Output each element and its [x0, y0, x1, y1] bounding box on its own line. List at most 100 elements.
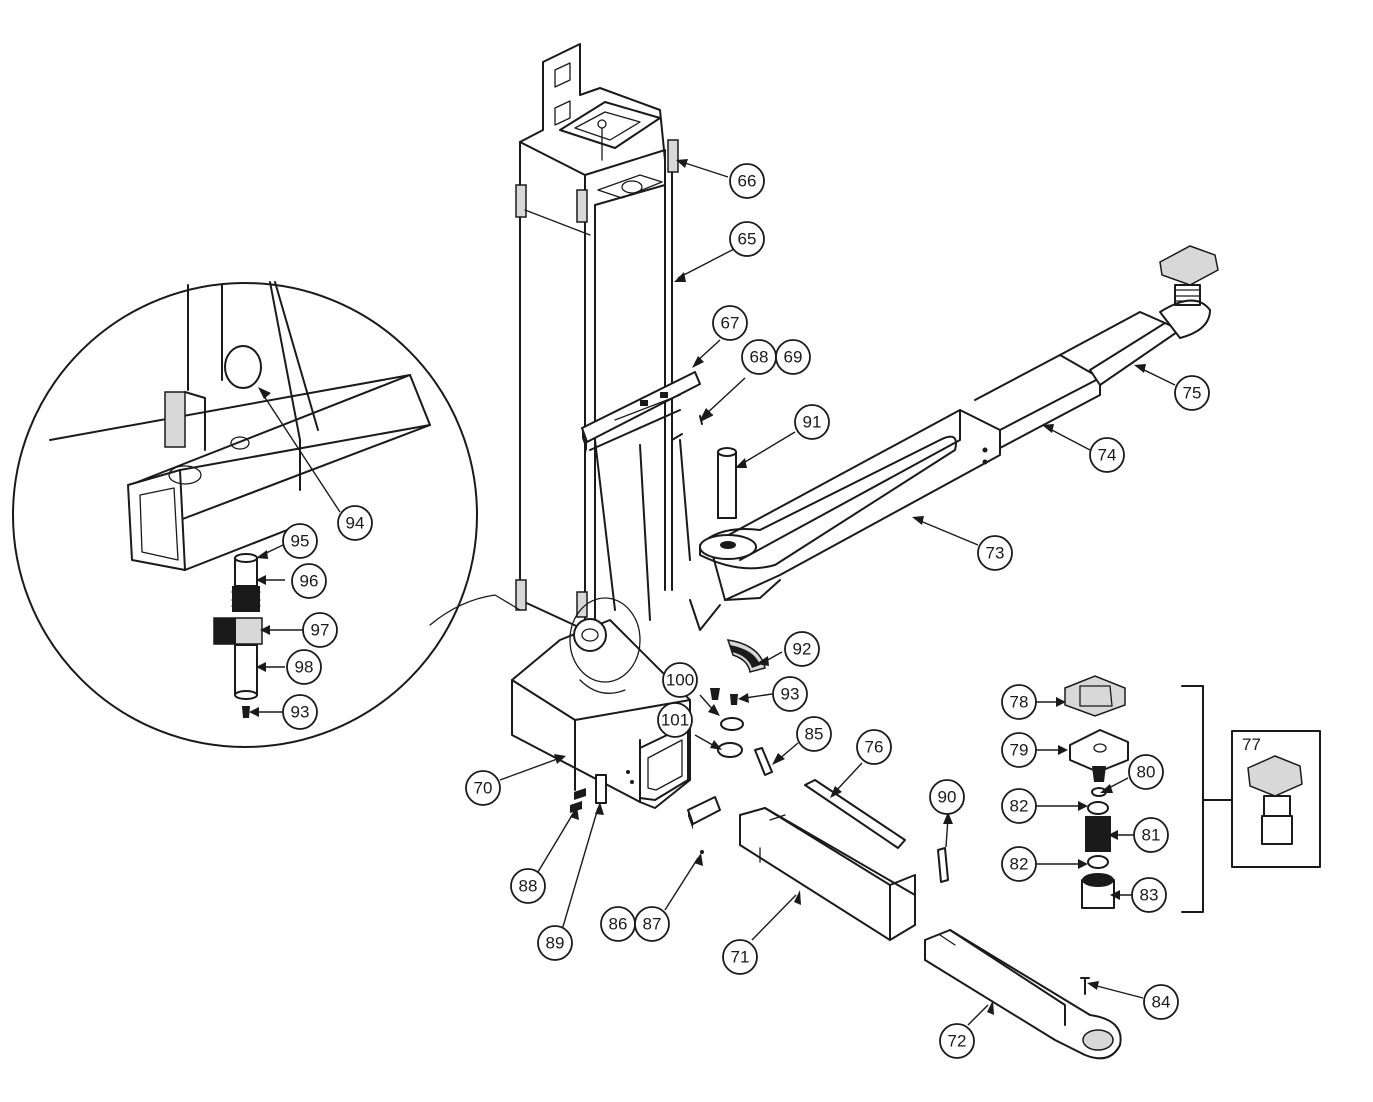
svg-text:83: 83: [1140, 886, 1159, 905]
svg-text:80: 80: [1137, 763, 1156, 782]
svg-text:76: 76: [865, 738, 884, 757]
svg-text:97: 97: [311, 621, 330, 640]
callout-85: 85: [796, 716, 832, 752]
svg-text:86: 86: [609, 915, 628, 934]
svg-text:90: 90: [938, 788, 957, 807]
arm-pin: [717, 447, 737, 519]
strip-76: [804, 779, 906, 849]
svg-text:101: 101: [661, 711, 689, 730]
svg-text:67: 67: [721, 314, 740, 333]
svg-text:100: 100: [666, 671, 694, 690]
callout-69: 69: [775, 339, 811, 375]
washer-101: [717, 742, 743, 758]
callout-67: 67: [712, 305, 748, 341]
screw-100: [710, 688, 720, 700]
extension-arm-72: [924, 929, 1122, 1060]
svg-text:85: 85: [805, 725, 824, 744]
svg-text:82: 82: [1010, 855, 1029, 874]
callout-78: 78: [1001, 684, 1037, 720]
callout-68: 68: [741, 339, 777, 375]
callout-87: 87: [634, 906, 670, 942]
svg-text:92: 92: [793, 640, 812, 659]
svg-text:88: 88: [519, 877, 538, 896]
svg-text:75: 75: [1183, 384, 1202, 403]
callout-65: 65: [729, 221, 765, 257]
callout-80: 80: [1128, 754, 1164, 790]
callout-96: 96: [291, 563, 327, 599]
svg-text:81: 81: [1142, 826, 1161, 845]
svg-text:70: 70: [474, 779, 493, 798]
svg-text:72: 72: [948, 1032, 967, 1051]
svg-text:91: 91: [803, 413, 822, 432]
callout-79: 79: [1001, 732, 1037, 768]
svg-text:98: 98: [295, 658, 314, 677]
callout-98: 98: [286, 649, 322, 685]
svg-text:73: 73: [986, 544, 1005, 563]
callout-81: 81: [1133, 817, 1169, 853]
assembly-box-label: 77: [1242, 735, 1261, 754]
svg-text:69: 69: [784, 348, 803, 367]
segment-92: [726, 639, 766, 673]
callout-73: 73: [977, 535, 1013, 571]
key-86-87: [687, 796, 721, 854]
svg-text:95: 95: [291, 532, 310, 551]
callout-75: 75: [1174, 375, 1210, 411]
callout-72: 72: [939, 1023, 975, 1059]
svg-text:82: 82: [1010, 797, 1029, 816]
callout-101: 101: [657, 702, 693, 738]
callout-83: 83: [1131, 877, 1167, 913]
callout-91: 91: [794, 404, 830, 440]
key-90: [937, 847, 949, 883]
carriage: [594, 439, 691, 621]
svg-text:93: 93: [781, 685, 800, 704]
svg-text:79: 79: [1010, 741, 1029, 760]
screws-88: [570, 788, 586, 813]
screw-68-69: [671, 414, 713, 441]
leaders: [249, 159, 1176, 1026]
column-post: [515, 43, 679, 631]
telescopic-arm: [689, 245, 1219, 631]
callout-89: 89: [537, 925, 573, 961]
pad-assembly: [1064, 675, 1129, 909]
svg-text:96: 96: [300, 572, 319, 591]
callout-76: 76: [856, 729, 892, 765]
callout-70: 70: [465, 770, 501, 806]
svg-text:89: 89: [546, 934, 565, 953]
callout-94: 94: [337, 505, 373, 541]
screw-93-small: [730, 694, 738, 705]
svg-text:66: 66: [738, 172, 757, 191]
svg-text:71: 71: [731, 948, 750, 967]
slide-block: [581, 371, 701, 452]
washer-100: [720, 717, 744, 731]
callout-84: 84: [1143, 984, 1179, 1020]
extension-arm-71: [739, 807, 916, 941]
svg-text:87: 87: [643, 915, 662, 934]
callout-66: 66: [729, 163, 765, 199]
callout-82-bottom: 82: [1001, 846, 1037, 882]
detail-view: [12, 281, 521, 748]
svg-text:78: 78: [1010, 693, 1029, 712]
callout-86: 86: [600, 906, 636, 942]
callout-97: 97: [302, 612, 338, 648]
screw-84: [1080, 977, 1090, 995]
callout-93-detail: 93: [282, 694, 318, 730]
callout-90: 90: [929, 779, 965, 815]
svg-text:65: 65: [738, 230, 757, 249]
callout-74: 74: [1089, 437, 1125, 473]
svg-text:94: 94: [346, 514, 365, 533]
callout-88: 88: [510, 868, 546, 904]
callout-92: 92: [784, 631, 820, 667]
callout-100: 100: [662, 662, 698, 698]
base-housing: [511, 597, 691, 809]
callout-82-top: 82: [1001, 788, 1037, 824]
assembly-box-77: 77: [1231, 730, 1321, 868]
callout-93: 93: [772, 676, 808, 712]
svg-text:84: 84: [1152, 993, 1171, 1012]
svg-text:93: 93: [291, 703, 310, 722]
callout-95: 95: [282, 523, 318, 559]
callout-71: 71: [722, 939, 758, 975]
bracket-89: [595, 774, 607, 804]
svg-text:74: 74: [1098, 446, 1117, 465]
svg-text:68: 68: [750, 348, 769, 367]
